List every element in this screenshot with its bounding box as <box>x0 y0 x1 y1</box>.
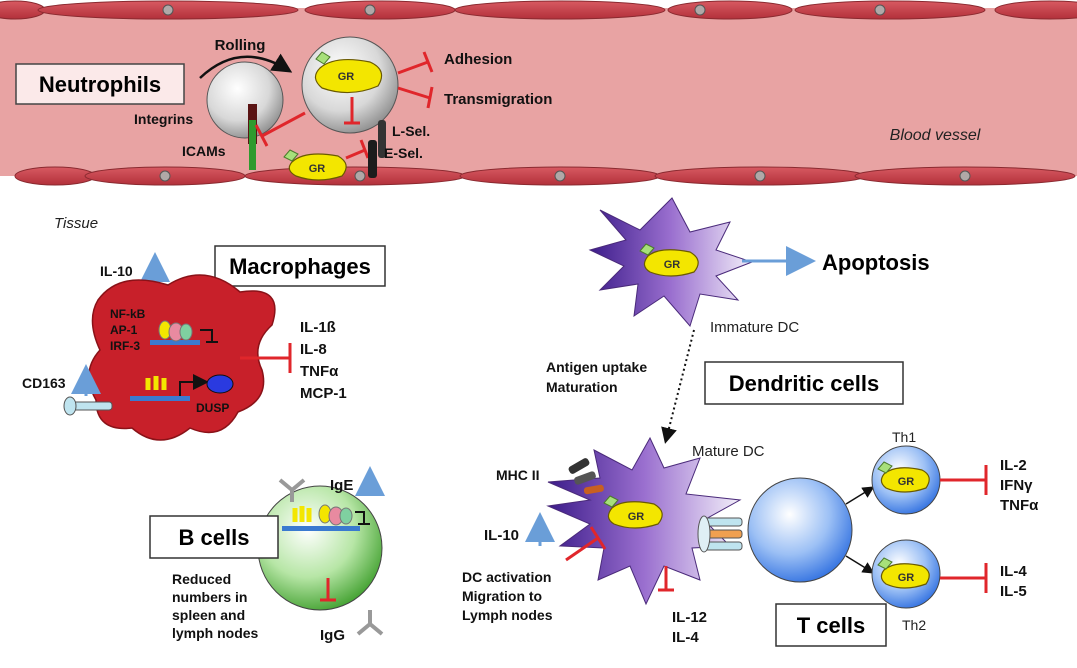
transmigration-label: Transmigration <box>444 91 552 108</box>
naive-t-cell <box>747 477 853 583</box>
dc-activation-text: DC activation Migration to Lymph nodes <box>462 569 553 623</box>
dc-il10-label: IL-10 <box>484 527 519 544</box>
macrophages-box <box>214 245 386 287</box>
nfkb-label: NF-kB <box>110 307 146 321</box>
neutrophil-inhibitions <box>254 51 434 160</box>
tcells-title: T cells <box>797 613 865 638</box>
adhesion-label: Adhesion <box>444 51 512 68</box>
blood-vessel-label: Blood vessel <box>890 127 981 144</box>
bcells-note-line: spleen and <box>172 607 245 623</box>
gr-text-6: GR <box>898 572 915 584</box>
cd163-label: CD163 <box>22 375 66 391</box>
tcells-box <box>775 603 887 647</box>
bcells-note-line: numbers in <box>172 589 247 605</box>
macrophage-il10-label: IL-10 <box>100 263 133 279</box>
macrophage-cytokines: IL-1ß IL-8 TNFα MCP-1 <box>300 319 347 402</box>
maturation-arrow <box>661 329 695 444</box>
th2-cytokine: IL-4 <box>1000 563 1027 580</box>
icams-label: ICAMs <box>182 143 226 159</box>
th2-label: Th2 <box>902 617 926 633</box>
bcells-note-line: lymph nodes <box>172 625 259 641</box>
igg-antibody-icon <box>356 610 384 636</box>
dc-activation-line: DC activation <box>462 569 551 585</box>
irf3-label: IRF-3 <box>110 339 140 353</box>
macrophage-cytokine: MCP-1 <box>300 385 347 402</box>
icam-bar <box>249 120 256 170</box>
mature-dc-label: Mature DC <box>692 443 765 460</box>
th2-cytokine: IL-5 <box>1000 583 1027 600</box>
ap1-label: AP-1 <box>110 323 138 337</box>
immature-dc-label: Immature DC <box>710 319 799 336</box>
mhc-ii-icon <box>568 458 604 495</box>
bcells-title: B cells <box>179 525 250 550</box>
lsel-bar <box>378 120 386 158</box>
th1-label: Th1 <box>892 429 916 445</box>
th1-cytokine: IFNγ <box>1000 477 1033 494</box>
maturation-label: Maturation <box>546 379 618 395</box>
bcell-tf-complex <box>282 504 370 531</box>
cd163-receptor-icon <box>63 396 113 416</box>
endothelium-bottom <box>14 166 1076 186</box>
macrophage-tf-complex-2 <box>130 374 209 401</box>
macrophage-cytokine: IL-1ß <box>300 319 336 336</box>
immune-synapse-icon <box>697 515 743 553</box>
dc-activation-inhibit-line <box>565 536 599 562</box>
dc-inhibited-cytokine: IL-12 <box>672 609 707 626</box>
tissue-label: Tissue <box>54 215 98 232</box>
macrophage-tf-complex-1 <box>150 320 218 345</box>
esel-bar <box>368 140 377 178</box>
dendritic-box <box>704 361 904 405</box>
rolling-arrow <box>199 53 293 79</box>
blood-vessel: Neutrophils Rolling Integrins ICAMs GR <box>0 0 1077 186</box>
endothelium-top <box>0 0 1077 20</box>
dc-activation-inhibit-bar <box>589 526 607 550</box>
gr-text-1: GR <box>338 71 355 83</box>
gr-receptor-immature-dc: GR <box>639 243 699 277</box>
esel-label: E-Sel. <box>384 145 423 161</box>
igg-label: IgG <box>320 627 345 644</box>
dc-activation-line: Migration to <box>462 588 542 604</box>
gr-receptor-th1: GR <box>877 461 930 493</box>
dc-inhibited-cytokine: IL-4 <box>672 629 699 646</box>
th1-cytokine: IL-2 <box>1000 457 1027 474</box>
bcells-note: Reduced numbers in spleen and lymph node… <box>172 571 259 641</box>
mhc-ii-label: MHC II <box>496 467 540 483</box>
gr-receptor-neutrophil: GR <box>314 51 383 94</box>
dendritic-title: Dendritic cells <box>729 371 879 396</box>
gr-text-5: GR <box>898 476 915 488</box>
dusp-label: DUSP <box>196 401 229 415</box>
gr-receptor-th2: GR <box>877 557 930 589</box>
ige-label: IgE <box>330 477 353 494</box>
integrins-label: Integrins <box>134 111 193 127</box>
gr-receptor-endothelium: GR <box>283 149 347 181</box>
bcells-box <box>149 515 279 559</box>
gr-text-4: GR <box>628 511 645 523</box>
gr-receptor-mature-dc: GR <box>603 495 663 529</box>
antigen-uptake-label: Antigen uptake <box>546 359 647 375</box>
ige-antibody-icon <box>278 478 306 502</box>
th2-arrow <box>845 555 875 574</box>
macrophage-cytokine: IL-8 <box>300 341 327 358</box>
gr-text-3: GR <box>664 259 681 271</box>
th1-cytokine: TNFα <box>1000 497 1039 514</box>
neutrophils-box <box>15 63 185 105</box>
rolling-label: Rolling <box>215 37 266 54</box>
macrophage-cytokine: TNFα <box>300 363 339 380</box>
neutrophils-title: Neutrophils <box>39 72 161 97</box>
bcells-note-line: Reduced <box>172 571 231 587</box>
rolling-neutrophil <box>206 61 284 139</box>
dusp-icon <box>206 374 234 394</box>
lsel-label: L-Sel. <box>392 123 430 139</box>
dc-activation-line: Lymph nodes <box>462 607 553 623</box>
apoptosis-label: Apoptosis <box>822 250 930 275</box>
gr-text-2: GR <box>309 163 326 175</box>
macrophages-title: Macrophages <box>229 254 371 279</box>
th1-arrow <box>845 486 875 505</box>
